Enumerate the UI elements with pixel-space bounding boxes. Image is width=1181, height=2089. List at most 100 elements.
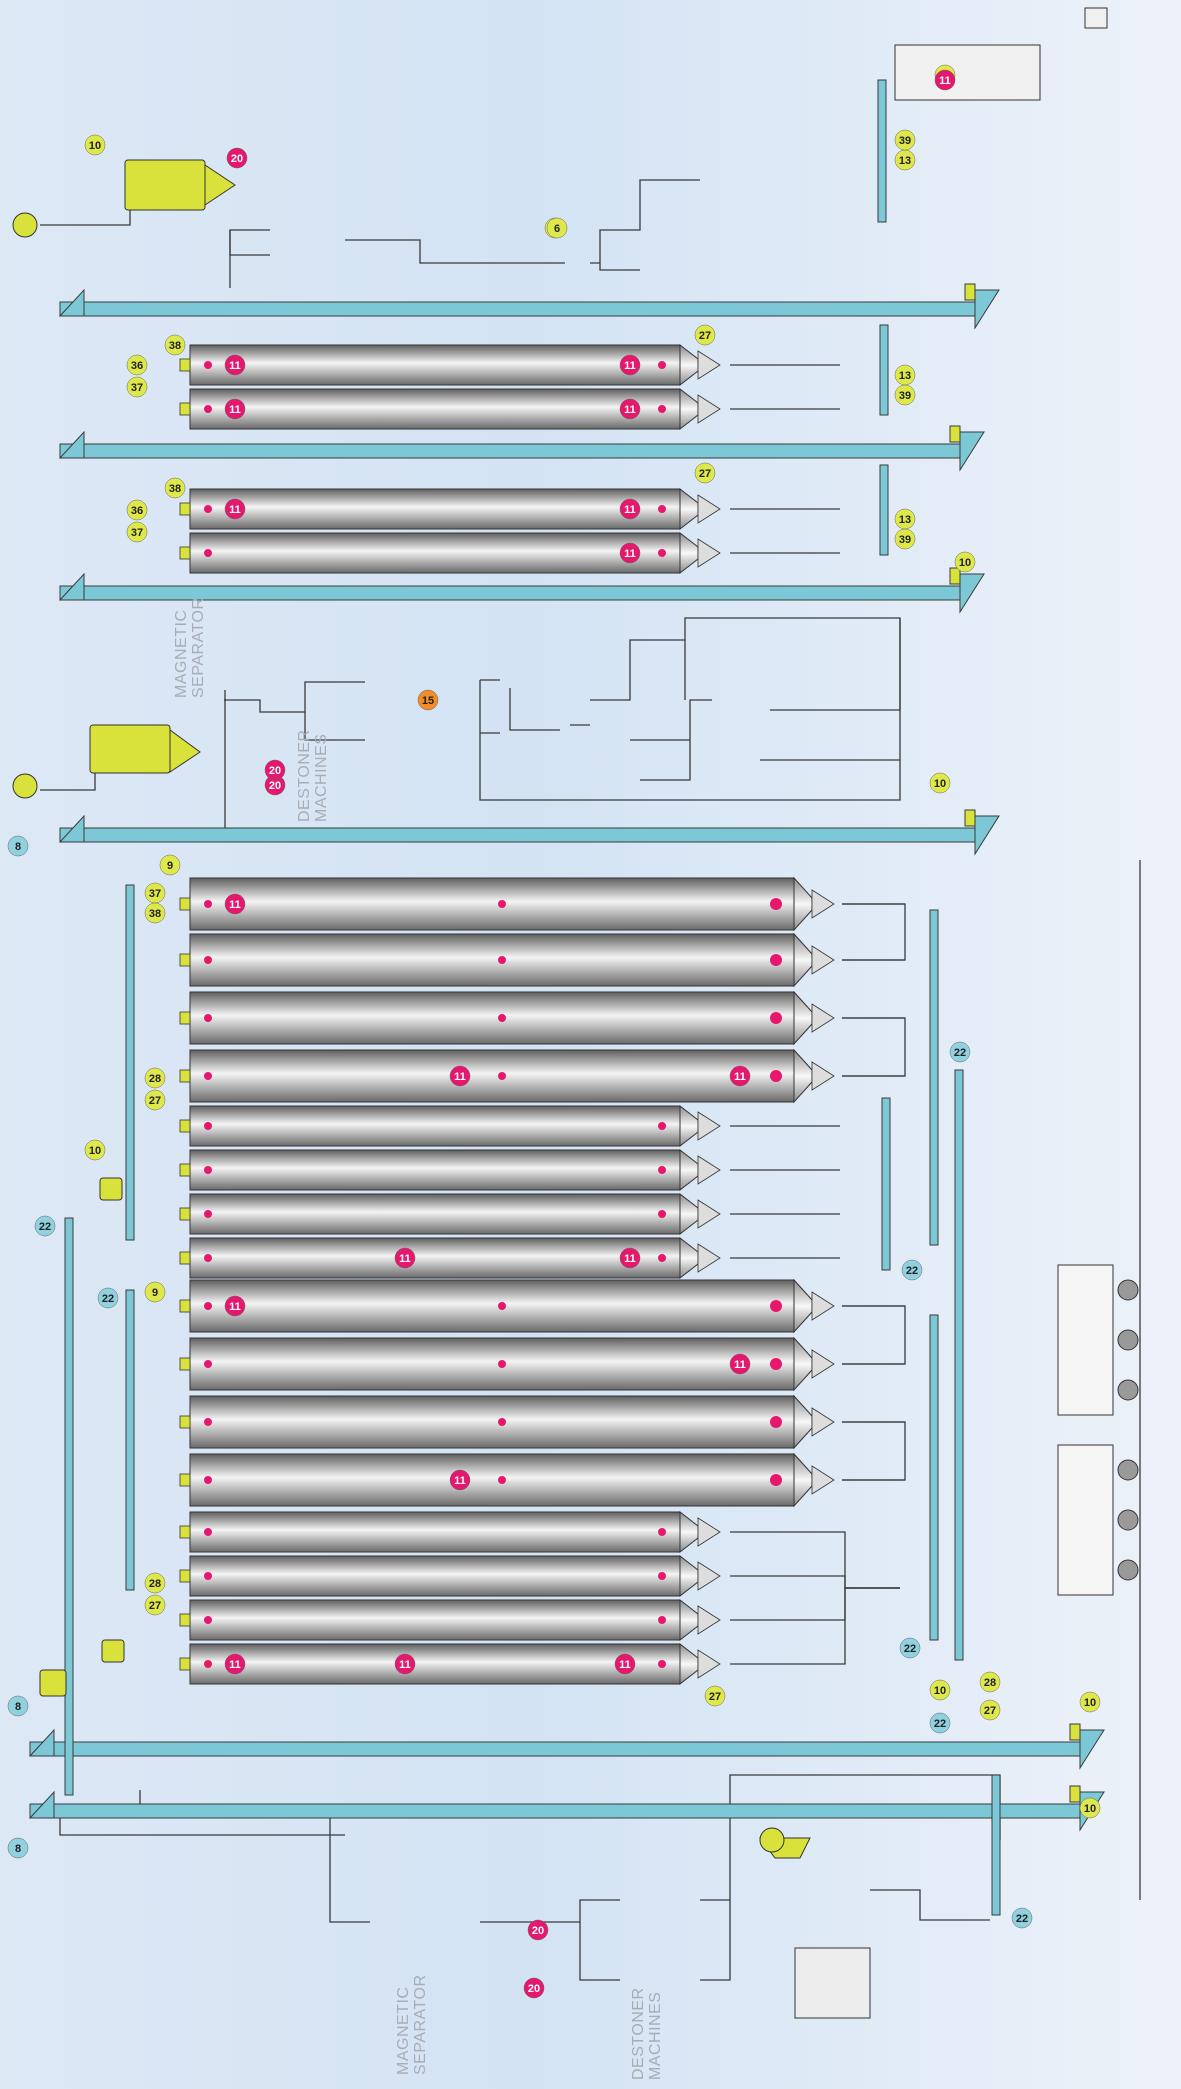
badge-number: 27 [149, 1600, 161, 1612]
number-badge: 27 [704, 1685, 726, 1707]
badge-number: 8 [15, 1843, 21, 1855]
fan-icon [759, 1827, 785, 1853]
badge-number: 20 [269, 780, 281, 792]
number-badge: 11 [729, 1065, 751, 1087]
conveyor-belt [59, 301, 976, 317]
badge-number: 11 [229, 1301, 241, 1313]
pipe-line [479, 680, 901, 801]
vertical-conveyor [879, 324, 889, 416]
wheel [1117, 1379, 1139, 1401]
level-sensor [498, 956, 506, 964]
discharge-cone [811, 1291, 835, 1321]
level-sensor [204, 1166, 212, 1174]
badge-circle [934, 69, 956, 91]
level-sensor [770, 1300, 782, 1312]
number-badge: 13 [894, 508, 916, 530]
number-badge: 27 [144, 1089, 166, 1111]
dust-filter [99, 1177, 123, 1201]
conveyor-head [58, 430, 85, 459]
badge-number: 20 [269, 765, 281, 777]
badge-circle [126, 521, 148, 543]
number-badge: 8 [7, 1837, 29, 1859]
silo-inlet [179, 1069, 191, 1083]
silo-body [189, 1149, 681, 1191]
badge-circle [546, 217, 568, 239]
number-badge: 11 [394, 1653, 416, 1675]
number-badge: 6 [546, 217, 568, 239]
badge-number: 13 [899, 370, 911, 382]
number-badge: 11 [934, 69, 956, 91]
conveyor-belt [29, 1803, 1081, 1819]
badge-number: 10 [934, 778, 946, 790]
silo-inlet [179, 502, 191, 516]
badge-circle [899, 1637, 921, 1659]
discharge-cone [697, 350, 721, 380]
silo [179, 1148, 721, 1192]
belt-conveyor [58, 809, 1000, 856]
discharge-cone [697, 494, 721, 524]
number-badge: 11 [224, 1653, 246, 1675]
badge-circle [1011, 1907, 1033, 1929]
badge-number: 11 [229, 504, 241, 516]
badge-number: 28 [149, 1578, 161, 1590]
level-sensor [498, 1418, 506, 1426]
badge-number: 37 [149, 888, 161, 900]
wheel [1117, 1559, 1139, 1581]
conveyor-head [58, 288, 85, 317]
level-sensor [204, 1254, 212, 1262]
number-badge: 22 [97, 1287, 119, 1309]
drive-unit [949, 425, 961, 443]
badge-circle [226, 147, 248, 169]
badge-number: 10 [934, 1685, 946, 1697]
badge-number: 8 [15, 1701, 21, 1713]
badge-number: 10 [1084, 1697, 1096, 1709]
level-sensor [658, 1572, 666, 1580]
truck-body [1057, 1264, 1114, 1416]
discharge-cone [697, 1111, 721, 1141]
vertical-conveyor [881, 1097, 891, 1271]
badge-circle [894, 528, 916, 550]
badge-circle [704, 1685, 726, 1707]
badge-number: 9 [152, 1287, 158, 1299]
silo-body [189, 1511, 681, 1553]
badge-circle [619, 1247, 641, 1269]
badge-circle [144, 902, 166, 924]
badge-number: 11 [624, 360, 636, 372]
badge-number: 28 [984, 1677, 996, 1689]
discharge-cone [697, 538, 721, 568]
number-badge: 15 [417, 689, 439, 711]
silo-inlet [179, 402, 191, 416]
level-sensor [658, 1616, 666, 1624]
badge-number: 20 [528, 1983, 540, 1995]
silo-inlet [179, 1207, 191, 1221]
silo [179, 343, 721, 387]
badge-number: 11 [454, 1475, 466, 1487]
number-badge: 8 [7, 835, 29, 857]
number-badge: 11 [619, 1247, 641, 1269]
badge-circle [1079, 1691, 1101, 1713]
badge-circle [224, 498, 246, 520]
number-badge: 11 [619, 354, 641, 376]
aspiration-filter-mid [89, 724, 171, 774]
level-sensor [770, 954, 782, 966]
number-badge: 36 [126, 499, 148, 521]
number-badge: 22 [929, 1712, 951, 1734]
pipe-line [224, 681, 365, 713]
pipe-line [700, 1900, 731, 1981]
badge-circle [979, 1699, 1001, 1721]
badge-circle [694, 324, 716, 346]
silo-inlet [179, 1657, 191, 1671]
silo-body [189, 1279, 795, 1333]
discharge-cone [697, 1649, 721, 1679]
badge-circle [394, 1247, 416, 1269]
level-sensor [770, 898, 782, 910]
equipment [12, 7, 1139, 2019]
badge-circle [619, 398, 641, 420]
badge-circle [144, 1594, 166, 1616]
pipe-line [842, 1305, 906, 1365]
badge-circle [164, 334, 186, 356]
